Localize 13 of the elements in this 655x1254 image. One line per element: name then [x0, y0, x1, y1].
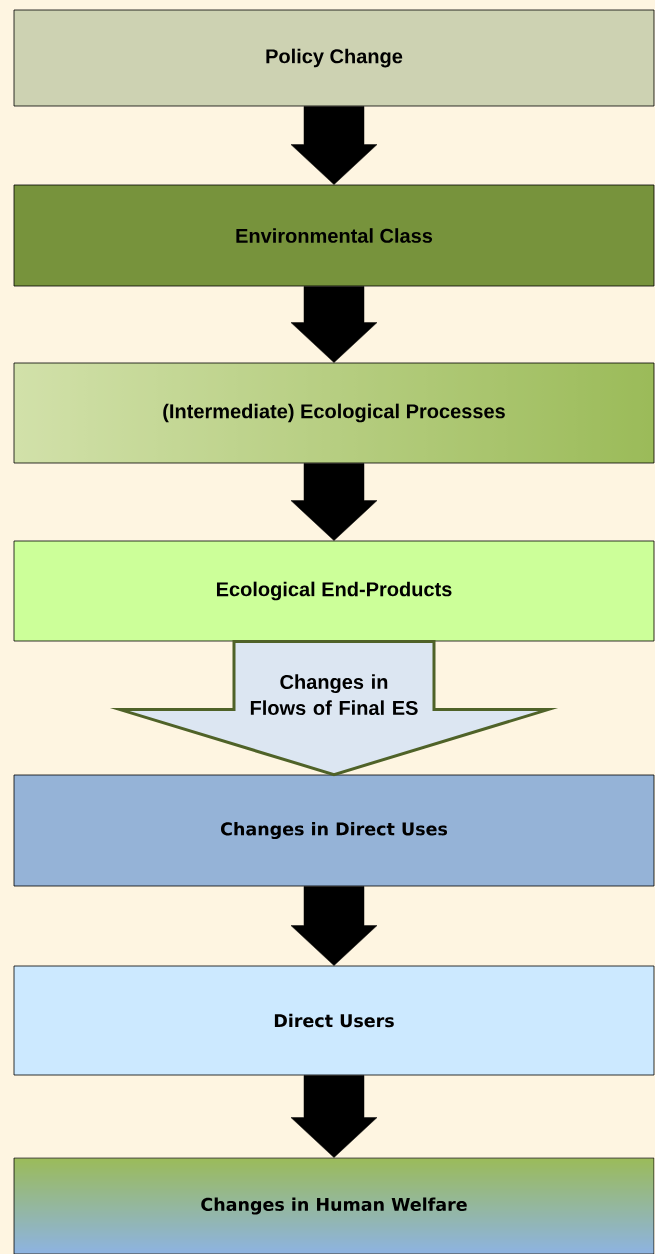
process-box: Changes in Human Welfare — [13, 1157, 655, 1254]
block-arrow — [290, 1075, 378, 1158]
process-box: Changes in Direct Uses — [13, 774, 655, 887]
process-box: Policy Change — [13, 9, 655, 107]
edge-label: Changes in Flows of Final ES — [248, 673, 420, 717]
block-arrow — [290, 886, 378, 966]
process-box: Environmental Class — [13, 184, 655, 287]
block-arrow — [290, 106, 378, 185]
process-box: Ecological End-Products — [13, 540, 655, 642]
block-arrow — [290, 463, 378, 541]
block-arrow — [290, 286, 378, 363]
process-box: Direct Users — [13, 965, 655, 1076]
process-box: (Intermediate) Ecological Processes — [13, 362, 655, 464]
